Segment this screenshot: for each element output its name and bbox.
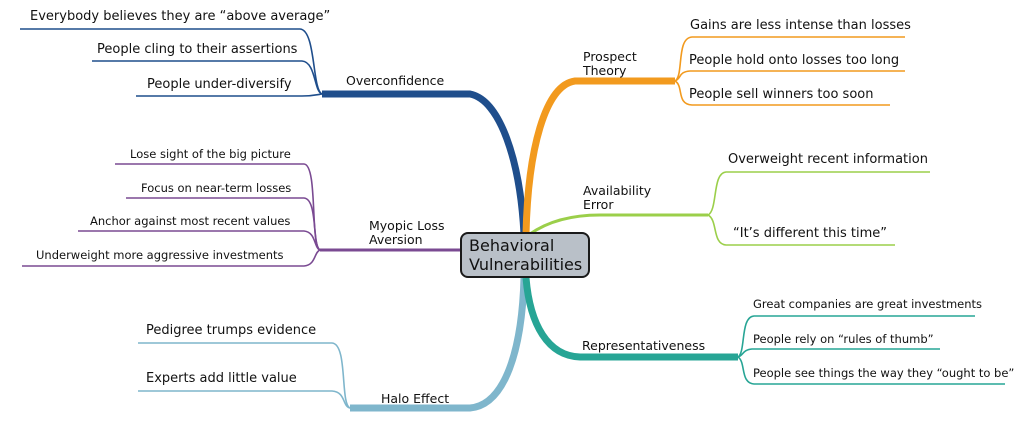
- representativeness-leaf-connector-2: [737, 348, 940, 358]
- myopic-item-3[interactable]: Anchor against most recent values: [90, 214, 291, 228]
- halo-item-2[interactable]: Experts add little value: [146, 371, 297, 386]
- overconfidence-item-3[interactable]: People under-diversify: [147, 77, 292, 92]
- central-topic-line-2: Vulnerabilities: [469, 255, 583, 274]
- central-topic[interactable]: Behavioral Vulnerabilities: [460, 232, 590, 278]
- prospect-main-connector: [522, 77, 675, 235]
- branch-myopic-loss-aversion-line-1[interactable]: Myopic Loss: [369, 218, 445, 233]
- central-topic-line-1: Behavioral: [469, 236, 555, 255]
- branch-representativeness[interactable]: Representativeness: [582, 338, 706, 353]
- availability-item-2[interactable]: “It’s different this time”: [733, 226, 888, 241]
- prospect-item-1[interactable]: Gains are less intense than losses: [690, 18, 911, 33]
- prospect-item-2[interactable]: People hold onto losses too long: [689, 53, 900, 68]
- availability-main-connector: [529, 213, 708, 236]
- overconfidence-leaf-connector-3: [136, 93, 323, 97]
- myopic-leaf-connector-1: [115, 163, 321, 251]
- representativeness-item-1[interactable]: Great companies are great investments: [753, 297, 983, 311]
- representativeness-leaf-connector-1: [737, 315, 975, 358]
- myopic-item-2[interactable]: Focus on near-term losses: [141, 181, 292, 195]
- overconfidence-main-connector: [322, 90, 528, 235]
- myopic-leaf-connector-4: [22, 249, 321, 267]
- overconfidence-leaf-connector-2: [92, 60, 323, 95]
- myopic-item-1[interactable]: Lose sight of the big picture: [130, 147, 291, 161]
- availability-leaf-connector-2: [707, 214, 895, 246]
- prospect-leaf-connector-1: [674, 36, 905, 82]
- myopic-leaf-connector-3: [78, 230, 321, 251]
- halo-item-1[interactable]: Pedigree trumps evidence: [146, 323, 317, 338]
- overconfidence-item-2[interactable]: People cling to their assertions: [97, 42, 298, 57]
- availability-leaf-connector-1: [707, 171, 930, 216]
- prospect-item-3[interactable]: People sell winners too soon: [689, 87, 874, 102]
- representativeness-item-2[interactable]: People rely on “rules of thumb”: [753, 332, 934, 346]
- branch-prospect-theory-line-1[interactable]: Prospect: [583, 49, 637, 64]
- representativeness-item-3[interactable]: People see things the way they “ought to…: [753, 366, 1015, 380]
- myopic-item-4[interactable]: Underweight more aggressive investments: [36, 248, 284, 262]
- halo-main-connector: [350, 277, 528, 412]
- representativeness-leaf-connector-3: [737, 356, 1005, 385]
- representativeness-main-connector: [522, 277, 738, 361]
- availability-item-1[interactable]: Overweight recent information: [728, 152, 928, 167]
- prospect-leaf-connector-2: [674, 70, 905, 82]
- branch-overconfidence[interactable]: Overconfidence: [346, 73, 445, 88]
- overconfidence-item-1[interactable]: Everybody believes they are “above avera…: [30, 9, 331, 24]
- prospect-leaf-connector-3: [674, 80, 890, 106]
- branch-availability-error-line-2[interactable]: Error: [583, 197, 614, 212]
- branch-halo-effect[interactable]: Halo Effect: [381, 391, 450, 406]
- branch-prospect-theory-line-2[interactable]: Theory: [583, 63, 627, 78]
- halo-leaf-connector-2: [138, 390, 351, 409]
- branch-myopic-loss-aversion-line-2[interactable]: Aversion: [369, 232, 423, 247]
- halo-leaf-connector-1: [138, 342, 351, 409]
- branch-availability-error-line-1[interactable]: Availability: [583, 183, 652, 198]
